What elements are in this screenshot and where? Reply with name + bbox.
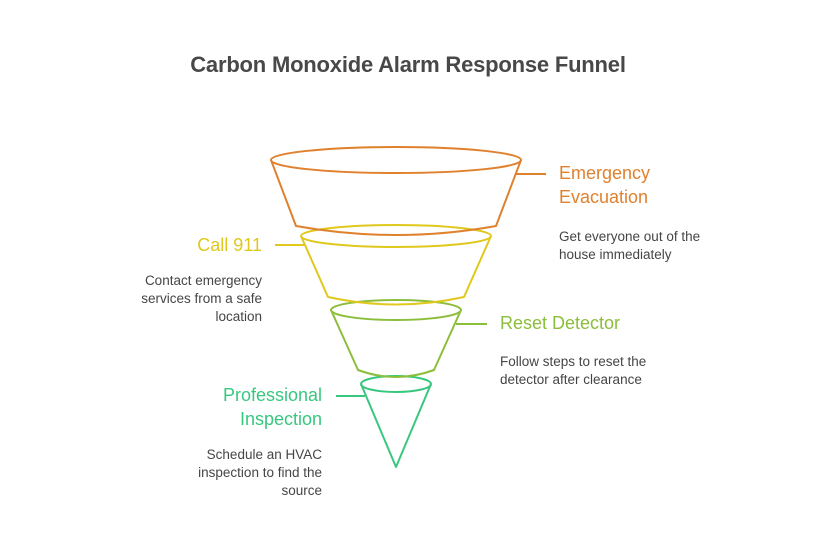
funnel-stage-3 — [330, 299, 487, 378]
stage-3-label: Reset Detector — [500, 311, 620, 335]
stage-4-desc-line2: inspection to find the — [198, 465, 322, 480]
stage-2-desc-line1: Contact emergency — [144, 273, 262, 288]
stage-4-desc-line1: Schedule an HVAC — [206, 447, 322, 462]
stage-4-label: Professional Inspection — [120, 383, 322, 431]
stage-1-desc-line2: house immediately — [559, 247, 672, 262]
funnel-stage-1 — [270, 146, 546, 236]
stage-4-rim — [360, 375, 432, 393]
stage-3-body — [330, 309, 462, 378]
stage-2-desc-line3: location — [215, 309, 262, 324]
stage-2-rim — [300, 224, 492, 248]
stage-4-description: Schedule an HVAC inspection to find the … — [120, 446, 322, 500]
stage-2-label-line1: Call 911 — [197, 235, 262, 255]
stage-1-rim — [270, 146, 522, 174]
stage-1-body — [270, 159, 522, 236]
stage-2-desc-line2: services from a safe — [141, 291, 262, 306]
stage-3-desc-line2: detector after clearance — [500, 372, 642, 387]
funnel-stage-2 — [275, 224, 492, 306]
diagram-title: Carbon Monoxide Alarm Response Funnel — [190, 52, 626, 77]
funnel-stage-4 — [336, 375, 432, 468]
stage-3-description: Follow steps to reset the detector after… — [500, 353, 646, 389]
stage-1-desc-line1: Get everyone out of the — [559, 229, 701, 244]
stage-4-desc-line3: source — [281, 483, 322, 498]
stage-4-label-line2: Inspection — [239, 409, 322, 429]
stage-1-description: Get everyone out of the house immediatel… — [559, 228, 700, 264]
stage-1-label-line2: Evacuation — [559, 187, 649, 207]
stage-1-label-line1: Emergency — [559, 163, 651, 183]
stage-3-rim — [330, 299, 462, 321]
stage-2-body — [300, 235, 492, 306]
stage-4-label-line1: Professional — [222, 385, 322, 405]
stage-2-description: Contact emergency services from a safe l… — [60, 272, 262, 326]
stage-4-body — [360, 383, 432, 468]
stage-1-label: Emergency Evacuation — [559, 161, 650, 209]
stage-2-label: Call 911 — [60, 233, 262, 257]
stage-3-desc-line1: Follow steps to reset the — [500, 354, 647, 369]
stage-3-label-line1: Reset Detector — [500, 313, 621, 333]
